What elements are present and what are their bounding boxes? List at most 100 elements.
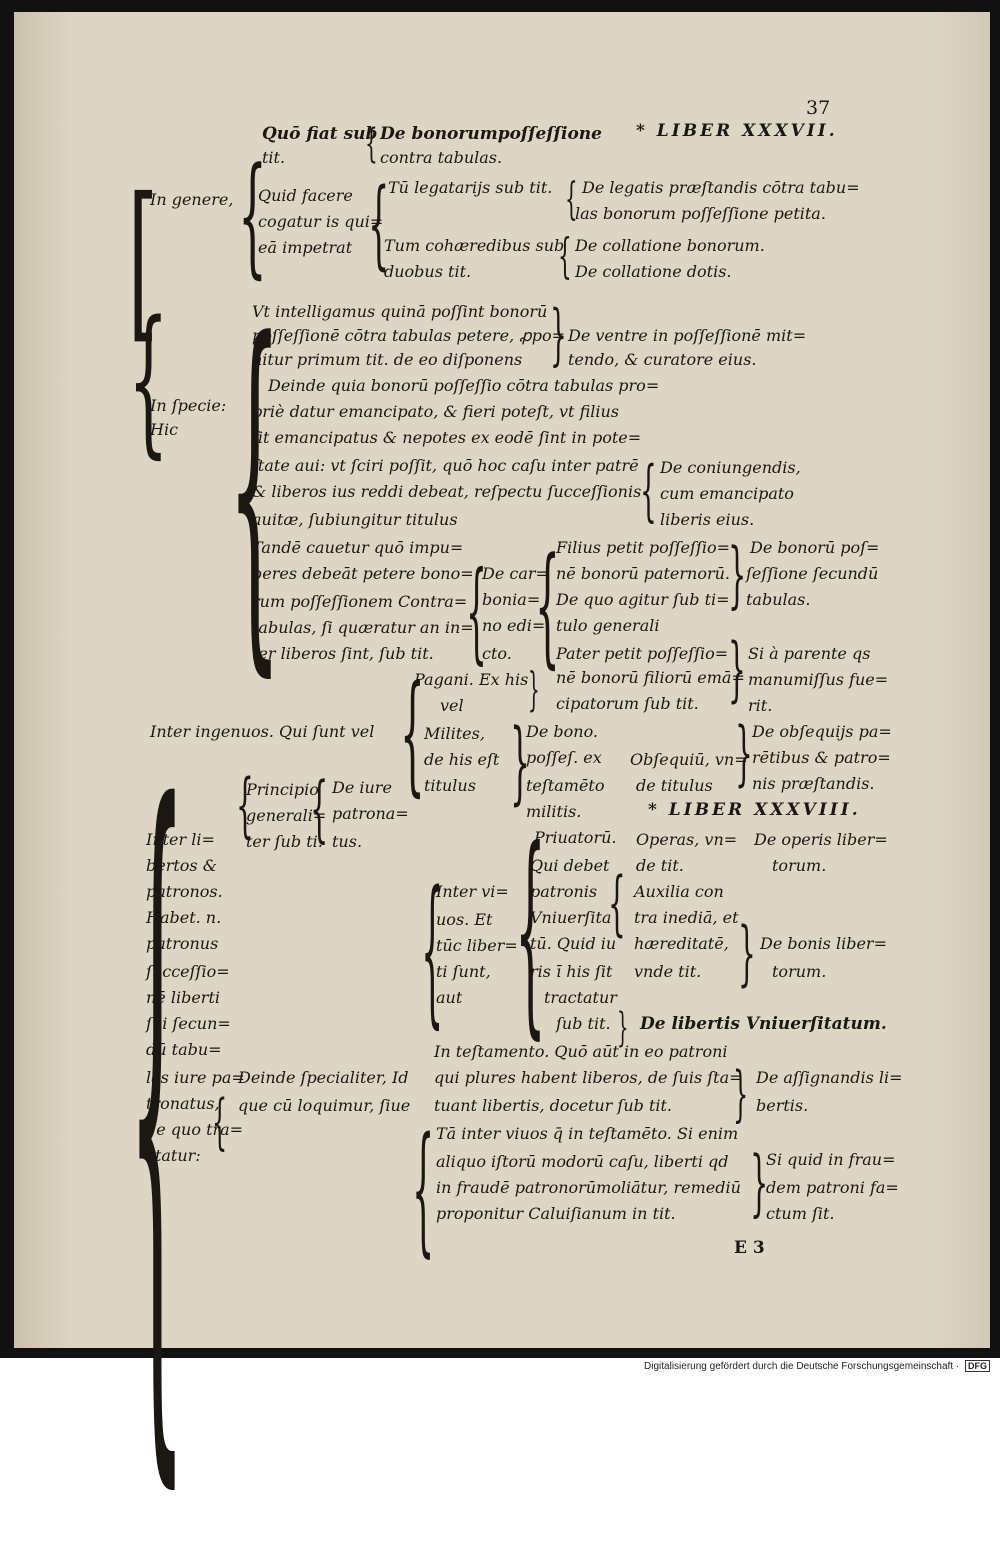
text-line: Pater petit poſſeſſio= <box>556 644 729 663</box>
text-line: De car= <box>482 564 549 583</box>
text-line: vel <box>440 696 464 715</box>
brace: { <box>421 856 444 1043</box>
text-line: De bonorū poſ= <box>750 538 880 557</box>
text-line: Pagani. Ex his <box>414 670 529 689</box>
text-line: Qui debet <box>530 856 610 875</box>
text-line: uos. Et <box>436 910 493 929</box>
text-line: beres debeāt petere bono= <box>252 564 474 583</box>
text-line: Tum cohæredibus sub <box>384 236 565 255</box>
text-line: nē bonorū paternorū. <box>556 564 731 583</box>
text-line: tronatus, <box>146 1094 220 1113</box>
brace: { <box>558 228 572 284</box>
text-line: ſeſſione ſecundū <box>746 564 879 583</box>
text-line: ter liberos ſint, ſub tit. <box>252 644 434 663</box>
text-line: de titulus <box>636 776 713 795</box>
text-line: Auxilia con <box>634 882 724 901</box>
brace: { <box>128 662 187 1546</box>
text-line: Priuatorū. <box>534 828 617 847</box>
text-line: tra inediā, et <box>634 908 739 927</box>
text-line: De quo agitur ſub ti= <box>556 590 730 609</box>
text-line: patronus <box>146 934 219 953</box>
text-line: De bono. <box>526 722 598 741</box>
text-line: De legatis præſtandis cōtra tabu= <box>582 178 860 197</box>
brace: { <box>565 174 578 225</box>
digitization-credit: Digitalisierung gefördert durch die Deut… <box>644 1360 990 1372</box>
text-line: poſſeſſionē cōtra tabulas petere, ꝓpo= <box>252 326 565 345</box>
text-line: eā impetrat <box>258 238 353 257</box>
text-line: rētibus & patro= <box>752 748 891 767</box>
text-line: Milites, <box>424 724 485 743</box>
brace: { <box>228 264 282 707</box>
text-line: tabulas, ſi quæratur an in= <box>252 618 474 637</box>
page-number: 37 <box>806 97 831 119</box>
brace: } <box>728 628 746 710</box>
brace: { <box>368 168 390 280</box>
text-line: In genere, <box>150 190 234 209</box>
text-line: patronos. <box>146 882 223 901</box>
text-line: ris ī his ſit <box>530 962 613 981</box>
text-line: De operis liber= <box>754 830 888 849</box>
text-line: In ſpecie: <box>150 396 227 415</box>
brace: { <box>515 802 546 1058</box>
text-line: De bonis liber= <box>760 934 887 953</box>
text-line: Quid facere <box>258 186 353 205</box>
brace: [ <box>128 162 158 360</box>
text-line: ctatur: <box>146 1146 201 1165</box>
text-line: De libertis Vniuerſitatum. <box>640 1014 887 1034</box>
text-line: Obſequiū, vn= <box>630 750 748 769</box>
text-line: qui plures habent liberos, de ſuis ſta= <box>434 1068 743 1087</box>
text-line: Quō fiat sub <box>262 124 378 144</box>
text-line: torum. <box>772 856 827 875</box>
text-line: las bonorum poſſeſſione petita. <box>575 204 826 223</box>
text-line: nitur primum tit. de eo diſponens <box>252 350 523 369</box>
brace: { <box>310 766 329 850</box>
text-line: titulus <box>424 776 476 795</box>
text-line: Si à parente qs <box>748 644 871 663</box>
text-line: ti ſunt, <box>436 962 491 981</box>
book-page <box>14 12 990 1348</box>
text-line: contra tabulas. <box>380 148 503 167</box>
text-line: Tū legatarijs sub tit. <box>388 178 553 197</box>
text-line: no edi= <box>482 616 546 635</box>
text-line: priè datur emancipato, & fieri poteſt, v… <box>252 402 619 421</box>
text-line: tū. Quid iu <box>530 934 617 953</box>
text-line: proponitur Caluiſianum in tit. <box>436 1204 676 1223</box>
text-line: ſub tit. <box>556 1014 611 1033</box>
brace: { <box>236 764 254 846</box>
brace: { <box>365 121 378 167</box>
text-line: generali= <box>246 806 327 825</box>
text-line: Inter ingenuos. Qui ſunt vel <box>150 722 375 741</box>
text-line: In teſtamento. Quō aūt in eo patroni <box>434 1042 728 1061</box>
text-line: torum. <box>772 962 827 981</box>
text-line: poſſeſ. ex <box>526 748 602 767</box>
text-line: ctum ſit. <box>766 1204 835 1223</box>
brace: } <box>550 296 567 373</box>
text-line: tit. <box>262 148 286 167</box>
text-line: dem patroni fa= <box>766 1178 899 1197</box>
brace: } <box>738 912 756 994</box>
brace: { <box>128 286 169 473</box>
text-line: las iure pa= <box>146 1068 245 1087</box>
text-line: nē liberti <box>146 988 220 1007</box>
text-line: Hic <box>150 420 179 439</box>
brace: } <box>510 710 531 815</box>
text-line: Tā inter viuos q̄ in teſtamēto. Si enim <box>436 1124 739 1143</box>
text-line: manumiſſus fue= <box>748 670 889 689</box>
text-line: Vt intelligamus quinā poſſint bonorū <box>252 302 548 321</box>
text-line: nē bonorū filiorū emā= <box>556 668 745 687</box>
text-line: cto. <box>482 644 512 663</box>
text-line: bertos & <box>146 856 217 875</box>
text-line: De ventre in poſſeſſionē mit= <box>568 326 807 345</box>
text-line: ter ſub ti. <box>246 832 323 851</box>
text-line: tus. <box>332 832 363 851</box>
brace: { <box>466 547 487 675</box>
text-line: cipatorum ſub tit. <box>556 694 699 713</box>
text-line: Operas, vn= <box>636 830 738 849</box>
text-line: cogatur is qui= <box>258 212 384 231</box>
text-line: Deinde ſpecialiter, Id <box>238 1068 409 1087</box>
text-line: hæreditatē, <box>634 934 729 953</box>
text-line: De iure <box>332 778 392 797</box>
text-line: & liberos ius reddi debeat, reſpectu ſuc… <box>252 482 642 501</box>
text-line: Habet. n. <box>146 908 222 927</box>
text-line: ſit emancipatus & nepotes ex eodē ſint i… <box>252 428 642 447</box>
